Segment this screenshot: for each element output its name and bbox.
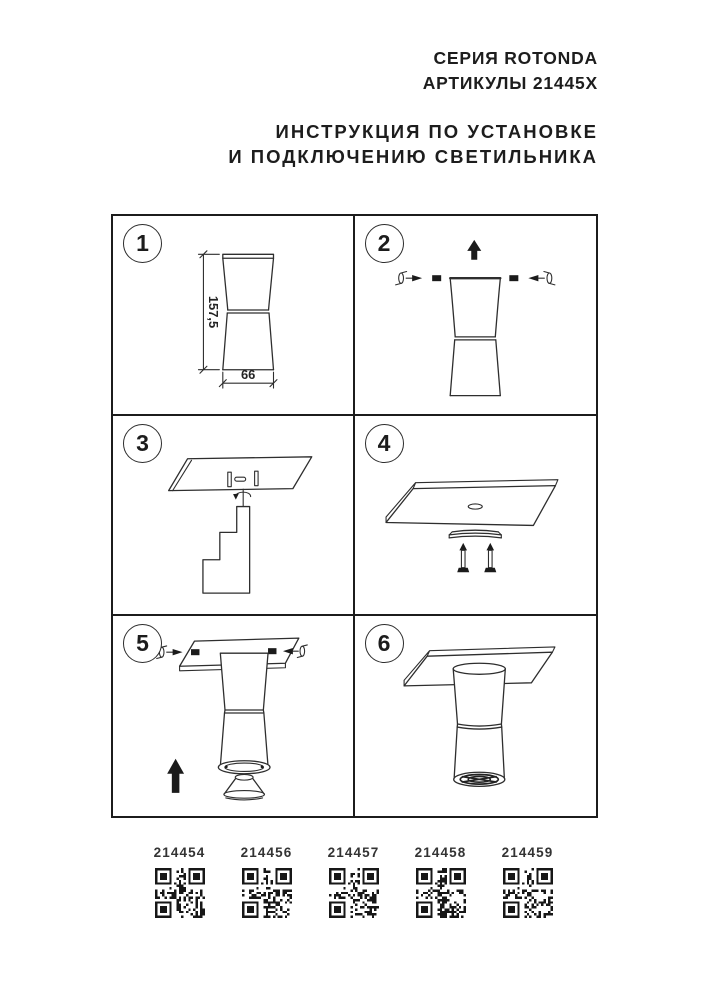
right-screw-rotation-icon (268, 644, 308, 659)
step-number-badge: 2 (364, 224, 404, 263)
qr-code-image (502, 868, 553, 918)
up-arrow-icon (466, 239, 481, 260)
qr-code-image (415, 868, 466, 918)
left-screw-rotation-icon (394, 270, 441, 286)
qr-item: 214459 (501, 845, 554, 918)
bracket-ring-drawing (448, 529, 502, 539)
article-code-label: 214457 (327, 845, 380, 860)
lamp-lens-drawing (458, 773, 499, 785)
up-arrow-icon (167, 758, 185, 793)
rotation-arrow-icon (233, 488, 252, 508)
stepped-bracket-drawing (202, 505, 251, 594)
lamp-body-drawing (217, 652, 271, 775)
height-dimension-label: 157,5 (206, 296, 221, 328)
step-number-badge: 1 (123, 224, 162, 263)
instruction-title-line1: ИНСТРУКЦИЯ ПО УСТАНОВКЕ (275, 121, 598, 142)
article-code-label: 214456 (240, 845, 293, 860)
step-2-panel: 2 (354, 216, 596, 416)
right-screw-rotation-icon (508, 270, 555, 286)
step-2-drawing (394, 239, 555, 397)
step-number-badge: 3 (123, 424, 162, 463)
article-code-label: 214459 (501, 845, 554, 860)
left-screw-rotation-icon (156, 645, 200, 660)
articles-title: АРТИКУЛЫ 21445X (422, 73, 598, 93)
step-3-drawing (168, 456, 313, 594)
installed-lamp-drawing (452, 662, 506, 788)
step-1-panel: 1 157,5 66 (113, 216, 355, 416)
qr-code-image (154, 868, 205, 918)
qr-item: 214454 (153, 845, 206, 918)
article-code-label: 214458 (414, 845, 467, 860)
ceiling-plate-drawing (384, 479, 558, 527)
width-dimension-label: 66 (241, 367, 255, 382)
lamp-body-drawing (222, 253, 275, 371)
lamp-body-drawing (448, 277, 501, 397)
qr-code-image (328, 868, 379, 918)
step-3-panel: 3 (113, 416, 355, 616)
series-title: СЕРИЯ ROTONDA (433, 48, 598, 68)
step-6-drawing (402, 646, 555, 788)
step-number-badge: 5 (123, 624, 162, 663)
qr-item: 214456 (240, 845, 293, 918)
step-5-panel: 5 (113, 616, 355, 816)
step-number-badge: 6 (364, 624, 404, 663)
screw-icon (456, 542, 469, 573)
qr-code-image (241, 868, 292, 918)
step-1-drawing: 157,5 66 (197, 250, 278, 389)
instruction-title-line2: И ПОДКЛЮЧЕНИЮ СВЕТИЛЬНИКА (228, 146, 598, 167)
ceiling-plate-drawing (402, 646, 555, 687)
qr-section: 214454 214456 214457 214458 214459 (0, 845, 707, 918)
step-4-drawing (384, 479, 558, 573)
screw-icon (483, 542, 496, 573)
header: СЕРИЯ ROTONDA АРТИКУЛЫ 21445X ИНСТРУКЦИЯ… (228, 46, 598, 169)
lamp-bulb-drawing (223, 773, 266, 801)
article-code-label: 214454 (153, 845, 206, 860)
step-5-drawing (156, 637, 308, 801)
step-4-panel: 4 (354, 416, 596, 616)
height-dimension: 157,5 (197, 250, 221, 374)
step-number-badge: 4 (364, 424, 404, 463)
mounting-plate-drawing (168, 456, 313, 492)
qr-item: 214457 (327, 845, 380, 918)
instruction-grid: 1 157,5 66 (111, 214, 598, 818)
qr-item: 214458 (414, 845, 467, 918)
step-6-panel: 6 (355, 616, 597, 816)
width-dimension: 66 (218, 367, 278, 389)
instruction-title: ИНСТРУКЦИЯ ПО УСТАНОВКЕ И ПОДКЛЮЧЕНИЮ СВ… (228, 119, 598, 169)
